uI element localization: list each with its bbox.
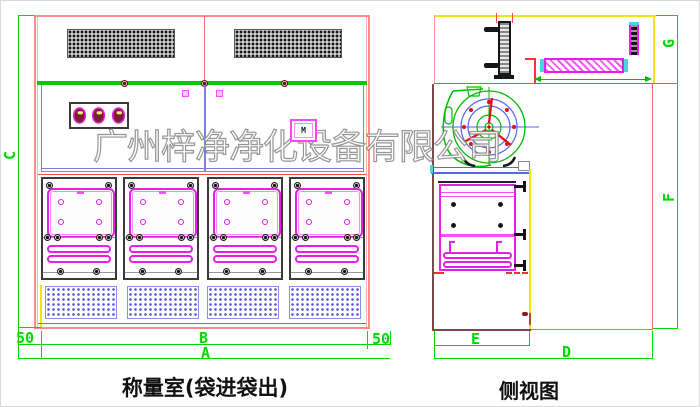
control-knob[interactable]	[72, 107, 87, 124]
top-vent-left	[67, 29, 175, 58]
louver-bar	[295, 255, 359, 263]
platform-hook	[518, 161, 530, 171]
return-grille	[127, 286, 199, 319]
return-grille	[289, 286, 361, 319]
return-grille	[45, 286, 117, 319]
shelf-line-blue	[41, 168, 364, 169]
wall-line-right	[363, 85, 364, 171]
filter-cap-right	[624, 59, 628, 72]
motor-box: M	[290, 119, 317, 142]
exhaust-stack	[629, 25, 639, 55]
filter-door[interactable]	[47, 188, 115, 238]
dim-label-C: C	[1, 151, 19, 161]
filter-cap-left	[540, 59, 544, 72]
filter-door-panel[interactable]	[207, 177, 283, 280]
control-panel	[69, 102, 129, 129]
blower-fan	[441, 86, 539, 168]
filter-door-panel[interactable]	[41, 177, 117, 280]
wall-line-center	[204, 85, 206, 171]
front-cabinet-outline	[34, 15, 370, 329]
shelf-line-red	[38, 174, 366, 175]
filter-door[interactable]	[129, 188, 197, 238]
dim-line-C	[18, 15, 19, 359]
filter-door[interactable]	[295, 188, 363, 238]
dim-label-F: F	[660, 193, 678, 203]
filter-door-panel[interactable]	[123, 177, 199, 280]
ceiling-screw	[121, 80, 128, 87]
dim-line-E	[434, 345, 530, 346]
louver-bar	[47, 255, 111, 263]
damper-bracket	[484, 13, 516, 81]
side-bottom-brown	[432, 329, 531, 331]
control-knob[interactable]	[111, 107, 126, 124]
dim-label-50-left: 50	[16, 329, 35, 347]
chamber-top-line	[438, 181, 516, 183]
filter-door[interactable]	[213, 188, 281, 238]
dim-label-D: D	[562, 343, 572, 361]
fan-platform	[431, 167, 529, 168]
side-right-red	[652, 84, 653, 330]
dim-label-G: G	[660, 39, 678, 49]
side-yellow-edge	[529, 169, 531, 329]
exhaust-filter	[544, 58, 624, 73]
break-mark	[506, 272, 528, 274]
front-base-line	[38, 323, 366, 324]
yellow-edge	[40, 285, 42, 327]
ceiling-screw	[281, 80, 288, 87]
break-mark	[434, 272, 444, 274]
side-bottom-red	[531, 329, 653, 330]
louver-bar	[213, 245, 277, 253]
duct-red-arm	[525, 58, 536, 60]
louver-bar	[129, 245, 193, 253]
plenum-divider	[204, 16, 205, 82]
side-deck-red	[434, 83, 653, 84]
clamp-knob[interactable]	[514, 260, 526, 271]
dim-line-G	[677, 15, 678, 84]
shelf-line-blue2	[41, 171, 364, 172]
clamp-knob[interactable]	[514, 229, 526, 240]
top-vent-right	[234, 29, 342, 58]
side-view-caption: 侧视图	[499, 379, 559, 403]
dim-line-A	[18, 358, 390, 359]
front-view-caption: 称量室(袋进袋出)	[121, 376, 289, 400]
side-left-top	[434, 15, 435, 84]
louver-bar	[295, 245, 359, 253]
wall-line-left	[41, 85, 42, 171]
side-left-brown	[432, 84, 434, 331]
side-chamber	[439, 184, 516, 271]
dim-label-B: B	[199, 329, 209, 347]
filter-door-panel[interactable]	[289, 177, 365, 280]
fan-platform2	[431, 172, 529, 174]
front-inner-red-right	[366, 17, 367, 327]
dim-label-E: E	[471, 330, 481, 348]
dim-label-A: A	[201, 344, 211, 362]
side-right-yellow	[653, 15, 655, 84]
plenum-span-line	[538, 79, 647, 80]
duct-red-riser	[534, 58, 536, 83]
clamp-knob[interactable]	[514, 181, 526, 192]
base-anchor	[524, 313, 531, 325]
dim-line-F	[677, 84, 678, 329]
control-knob[interactable]	[92, 107, 106, 124]
louver-bar	[47, 245, 111, 253]
indicator-square	[216, 90, 223, 97]
side-top-yellow	[434, 15, 656, 17]
louver-bar	[213, 255, 277, 263]
louver-bar	[129, 255, 193, 263]
dim-line-B	[18, 344, 390, 345]
front-inner-red-left	[37, 17, 38, 327]
indicator-square	[182, 90, 189, 97]
motor-label: M	[301, 126, 306, 135]
dim-label-50-right: 50	[372, 330, 391, 348]
dim-line-D	[434, 358, 653, 359]
company-watermark: 广州梓净净化设备有限公司	[92, 127, 502, 168]
return-grille	[207, 286, 279, 319]
